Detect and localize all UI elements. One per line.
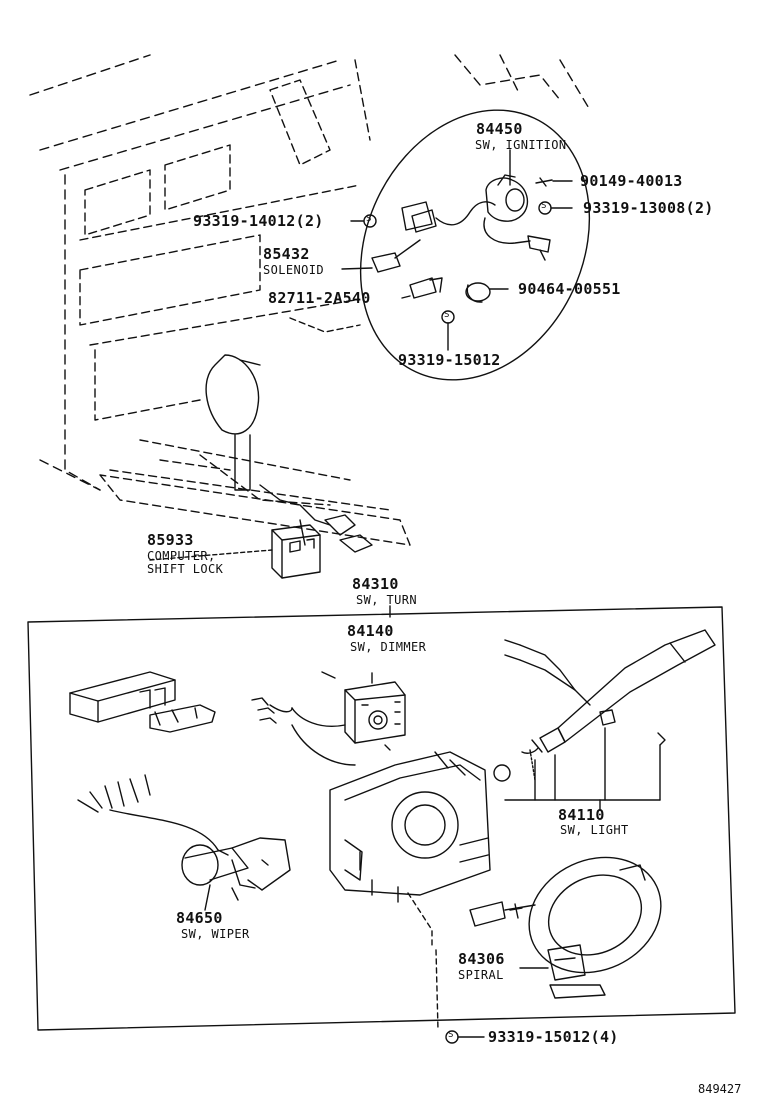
callout-93319-15012: 93319-15012 (398, 351, 501, 369)
callout-93319-15012-4: 93319-15012(4) (488, 1028, 619, 1046)
leader-lines-upper (341, 149, 573, 351)
callout-84306-name: SPIRAL (458, 968, 504, 982)
leader-84110 (504, 727, 661, 811)
screw-mark: S (366, 214, 372, 224)
callout-85432-name: SOLENOID (263, 263, 324, 277)
callout-84310-name: SW, TURN (356, 593, 417, 607)
dimmer-switch (251, 671, 406, 766)
callout-90149-40013: 90149-40013 (580, 172, 683, 190)
callout-93319-13008: 93319-13008(2) (583, 199, 714, 217)
callout-84306-number: 84306 (458, 950, 505, 968)
screw-mark: S (448, 1030, 454, 1040)
callout-84140-number: 84140 (347, 622, 394, 640)
dashboard-illustration (29, 54, 591, 553)
combination-switch-body (329, 751, 491, 1031)
screw-mark: S (444, 310, 450, 320)
callout-84110-name: SW, LIGHT (560, 823, 629, 837)
wiper-switch (77, 774, 291, 901)
callout-84650-name: SW, WIPER (181, 927, 250, 941)
callout-82711-2A540: 82711-2A540 (268, 289, 371, 307)
leader-85933 (149, 549, 273, 561)
spiral-cable (469, 856, 662, 999)
turn-switch-assembly-frame (27, 606, 736, 1031)
callout-85933-name-line2: SHIFT LOCK (147, 562, 224, 576)
connector-housings (69, 671, 216, 733)
callout-84140-name: SW, DIMMER (350, 640, 427, 654)
leader-84650 (204, 884, 211, 911)
callout-85432-number: 85432 (263, 245, 310, 263)
callout-90464-00551: 90464-00551 (518, 280, 621, 298)
callout-85933-number: 85933 (147, 531, 194, 549)
callout-84310-number: 84310 (352, 575, 399, 593)
steering-column-illustration (289, 109, 591, 381)
shift-lock-computer (271, 524, 321, 579)
light-switch-lever (493, 629, 716, 782)
callout-84110-number: 84110 (558, 806, 605, 824)
figure-number: 849427 (698, 1082, 742, 1096)
callout-84450-name: SW, IGNITION (475, 138, 567, 152)
callout-93319-14012: 93319-14012(2) (193, 212, 324, 230)
callout-85933-name-line1: COMPUTER, (147, 549, 216, 563)
callout-84650-number: 84650 (176, 909, 223, 927)
screw-mark: S (541, 201, 547, 211)
callout-84450-number: 84450 (476, 120, 523, 138)
